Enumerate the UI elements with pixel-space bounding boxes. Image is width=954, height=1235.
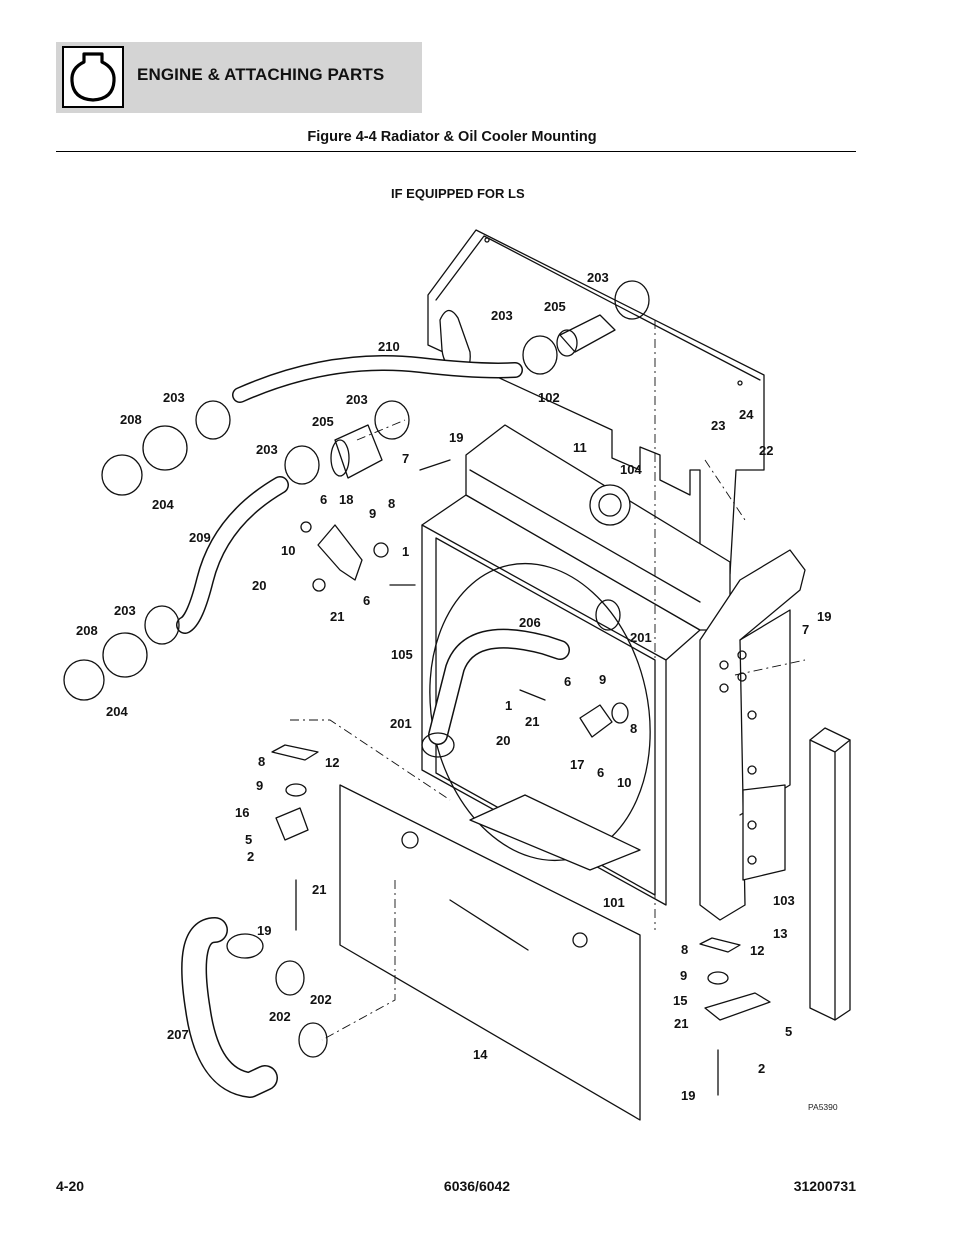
callout: 21 — [525, 714, 539, 729]
callout: 203 — [346, 392, 368, 407]
callout: 8 — [681, 942, 688, 957]
callout: 102 — [538, 390, 560, 405]
callout: 21 — [312, 882, 326, 897]
equipment-note: IF EQUIPPED FOR LS — [391, 186, 525, 201]
callout: 1 — [402, 544, 409, 559]
callout: 20 — [496, 733, 510, 748]
callout: 12 — [325, 755, 339, 770]
callout: 5 — [245, 832, 252, 847]
callout: 203 — [163, 390, 185, 405]
page-number: 4-20 — [56, 1178, 85, 1194]
callout: 14 — [473, 1047, 488, 1062]
callout: 17 — [570, 757, 584, 772]
callout: 10 — [617, 775, 631, 790]
callout: 205 — [544, 299, 566, 314]
callout: 19 — [681, 1088, 695, 1103]
title-rule — [56, 151, 856, 152]
callout: 101 — [603, 895, 625, 910]
callout: 9 — [599, 672, 606, 687]
callout: 19 — [449, 430, 463, 445]
callout: 12 — [750, 943, 764, 958]
model-number: 6036/6042 — [443, 1178, 511, 1194]
callout: 208 — [76, 623, 98, 638]
callout: 203 — [587, 270, 609, 285]
callout: 9 — [369, 506, 376, 521]
callout: 6 — [363, 593, 370, 608]
callout: 16 — [235, 805, 249, 820]
callout: 202 — [269, 1009, 291, 1024]
callout: 206 — [519, 615, 541, 630]
callout: 8 — [388, 496, 395, 511]
callout: 21 — [330, 609, 344, 624]
callout: 23 — [711, 418, 725, 433]
callout: 208 — [120, 412, 142, 427]
section-title: ENGINE & ATTACHING PARTS — [137, 65, 385, 84]
callout: 9 — [256, 778, 263, 793]
callout: 11 — [573, 440, 587, 455]
callout: 201 — [630, 630, 652, 645]
callout: 15 — [673, 993, 687, 1008]
callout: 20 — [252, 578, 266, 593]
callout: 204 — [106, 704, 128, 719]
callout: 2 — [758, 1061, 765, 1076]
callout: 105 — [391, 647, 413, 662]
callout: 203 — [256, 442, 278, 457]
callout: 6 — [597, 765, 604, 780]
callout: 7 — [402, 451, 409, 466]
callout: 203 — [114, 603, 136, 618]
callout: 207 — [167, 1027, 189, 1042]
callout: 103 — [773, 893, 795, 908]
callout: 104 — [620, 462, 642, 477]
callout: 13 — [773, 926, 787, 941]
engine-icon — [62, 46, 124, 108]
callout: 210 — [378, 339, 400, 354]
callout: 201 — [390, 716, 412, 731]
callout: 24 — [739, 407, 754, 422]
callout: 19 — [257, 923, 271, 938]
callout: 1 — [505, 698, 512, 713]
callout: 21 — [674, 1016, 688, 1031]
callout: 8 — [258, 754, 265, 769]
callout: 22 — [759, 443, 773, 458]
callout: 204 — [152, 497, 174, 512]
callout: 5 — [785, 1024, 792, 1039]
callout: 6 — [564, 674, 571, 689]
callout: 202 — [310, 992, 332, 1007]
callout: 7 — [802, 622, 809, 637]
callout: 6 — [320, 492, 327, 507]
callout: 205 — [312, 414, 334, 429]
drawing-id: PA5390 — [808, 1102, 838, 1112]
callout: 10 — [281, 543, 295, 558]
callout: 18 — [339, 492, 353, 507]
callout: 209 — [189, 530, 211, 545]
callout: 8 — [630, 721, 637, 736]
callout: 2 — [247, 849, 254, 864]
figure-title: Figure 4-4 Radiator & Oil Cooler Mountin… — [307, 129, 597, 145]
callout: 19 — [817, 609, 831, 624]
callout: 203 — [491, 308, 513, 323]
manual-part-number: 31200731 — [793, 1178, 856, 1194]
callout: 9 — [680, 968, 687, 983]
